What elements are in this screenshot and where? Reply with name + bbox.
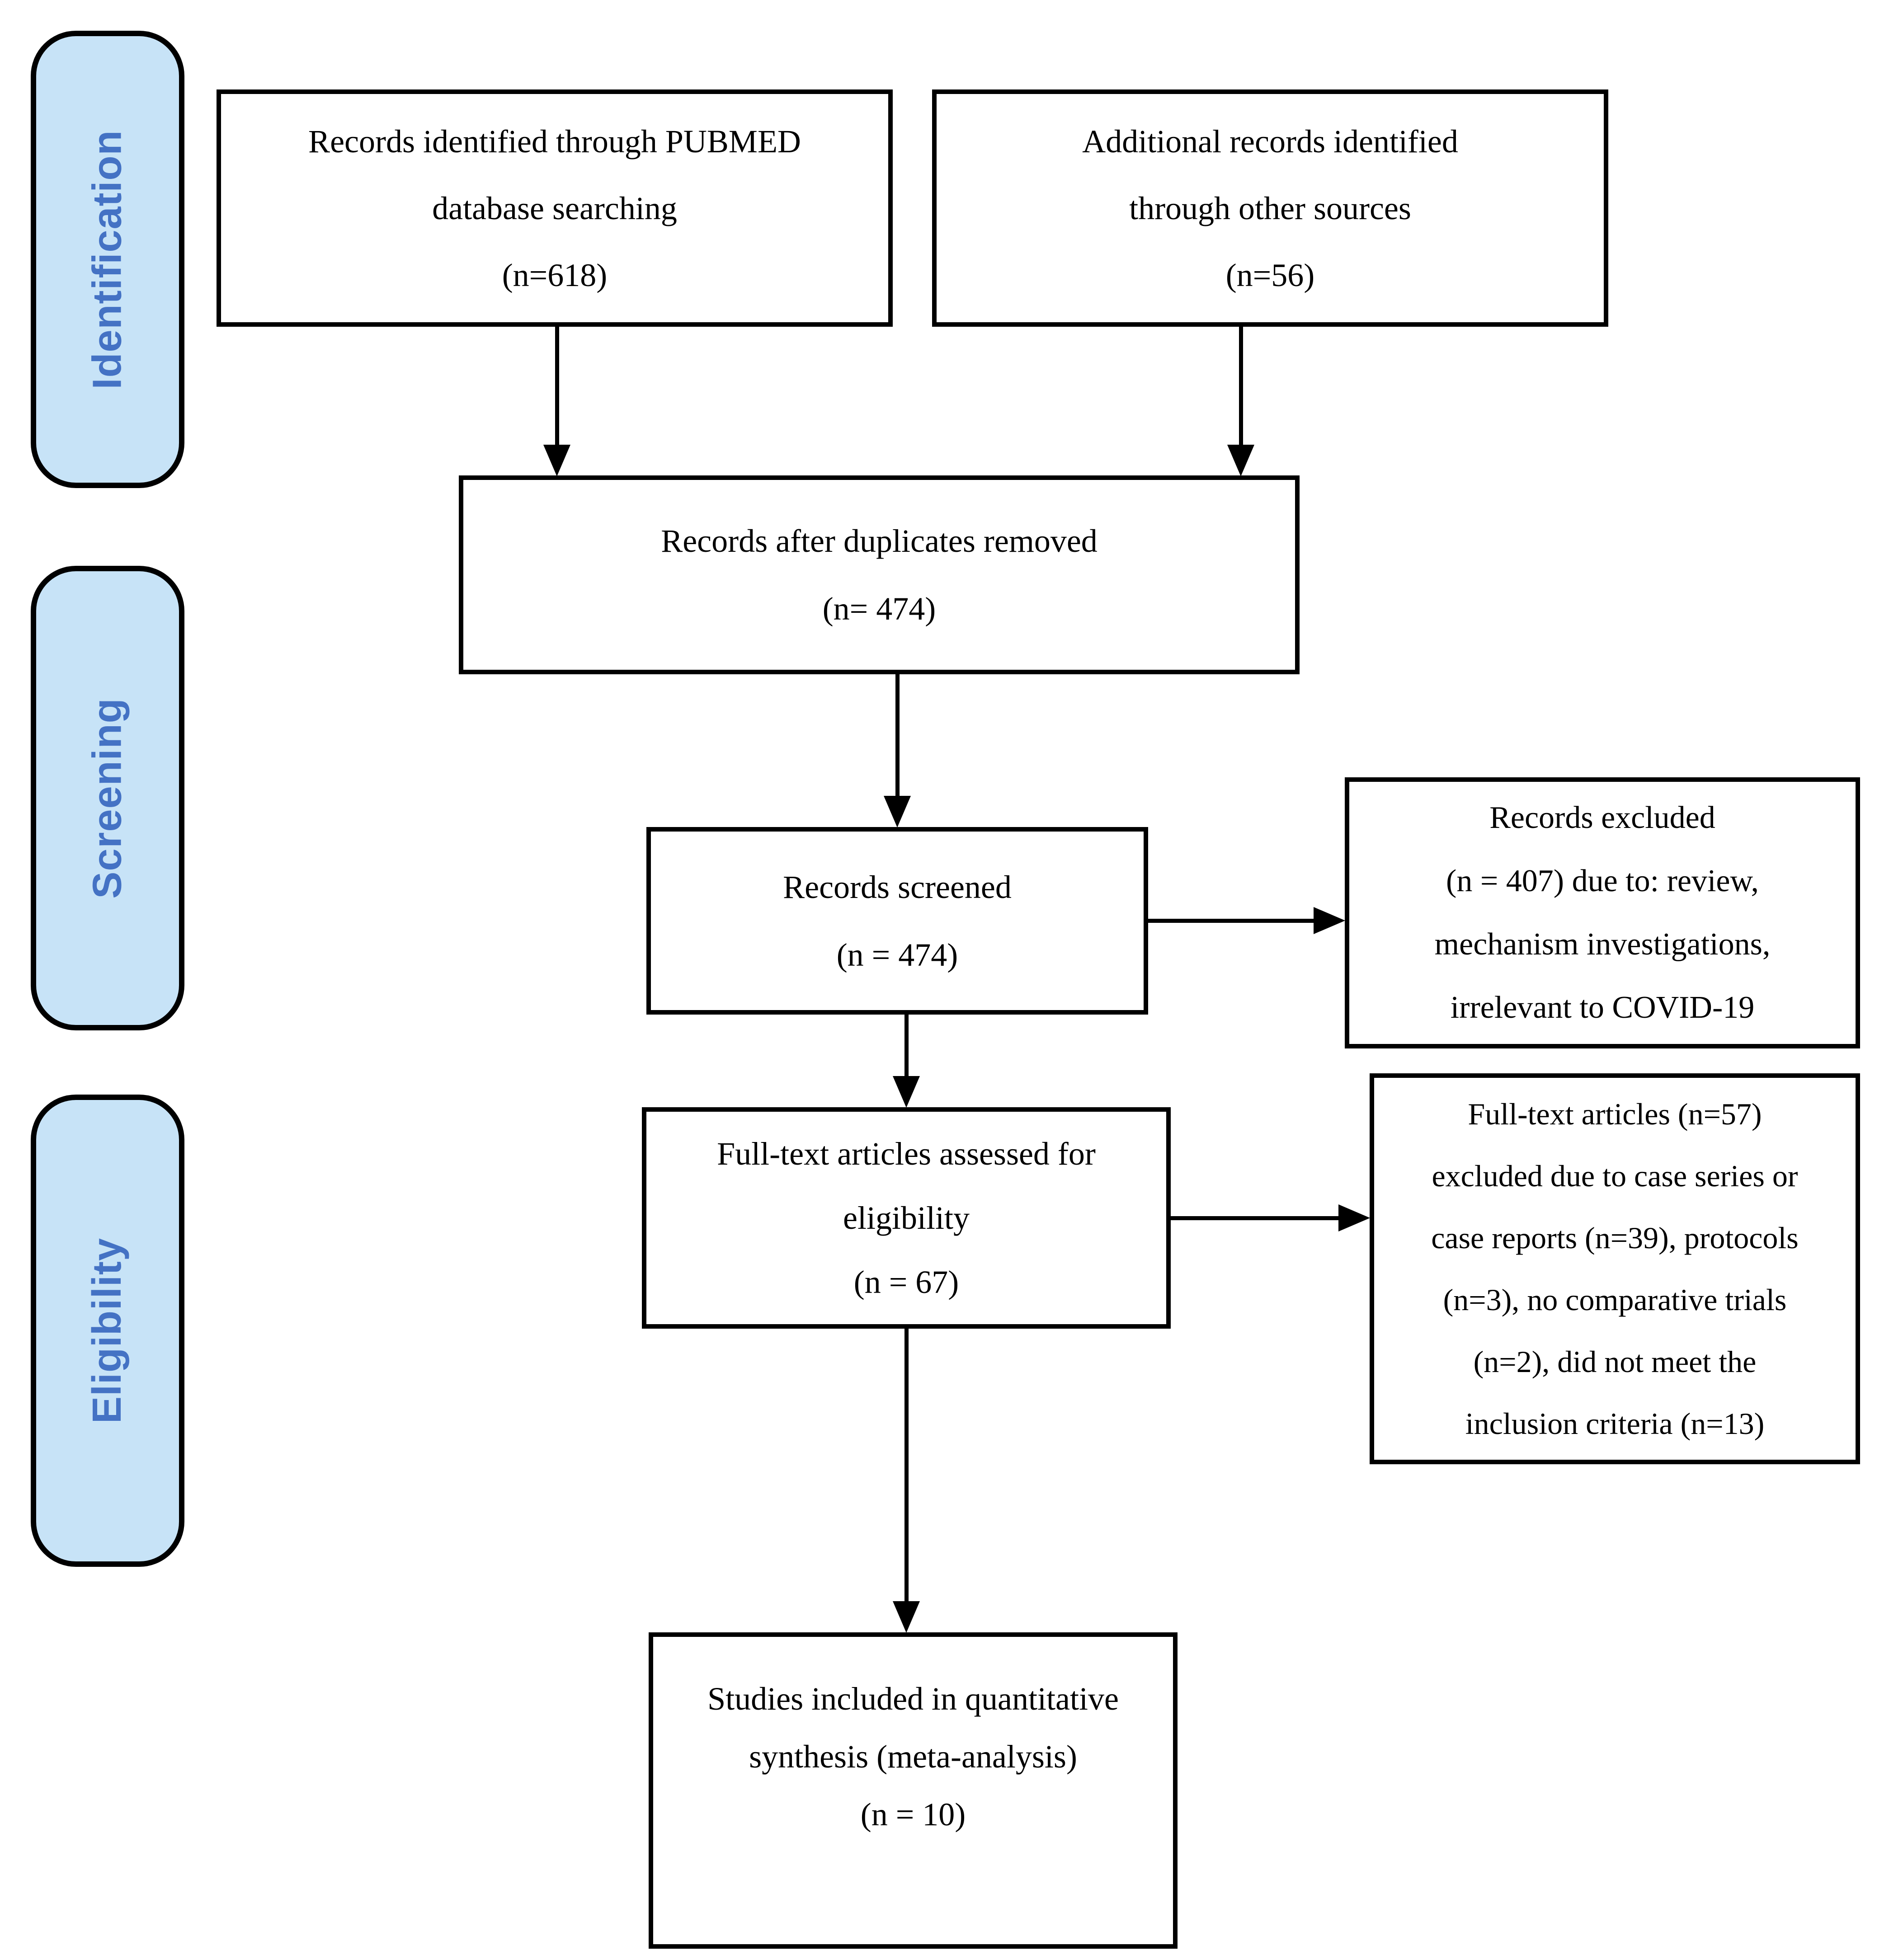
stage-label-identification: Identification [85, 130, 130, 389]
arrow-head-down-icon [893, 1601, 920, 1633]
arrow-line [895, 674, 900, 796]
arrow-head-right-icon [1338, 1204, 1370, 1231]
box-fulltext-assessed-text: Full-text articles assessed for eligibil… [717, 1136, 1096, 1300]
box-records-screened-text: Records screened (n = 474) [783, 869, 1012, 973]
box-additional-records: Additional records identified through ot… [932, 89, 1608, 327]
arrow-head-down-icon [884, 796, 911, 827]
arrow-line [555, 327, 559, 445]
stage-box-screening: Screening [31, 566, 184, 1030]
box-records-excluded: Records excluded (n = 407) due to: revie… [1345, 777, 1860, 1048]
arrow-head-down-icon [893, 1076, 920, 1108]
box-duplicates-removed: Records after duplicates removed (n= 474… [459, 475, 1300, 674]
box-records-excluded-text: Records excluded (n = 407) due to: revie… [1434, 800, 1771, 1025]
box-records-identified: Records identified through PUBMED databa… [217, 89, 893, 327]
box-records-screened: Records screened (n = 474) [646, 827, 1148, 1015]
arrow-head-down-icon [543, 445, 570, 476]
arrow-line [1171, 1216, 1339, 1220]
arrow-head-right-icon [1314, 907, 1345, 934]
arrow-head-down-icon [1227, 445, 1254, 476]
box-duplicates-removed-text: Records after duplicates removed (n= 474… [661, 523, 1098, 627]
box-studies-included-text: Studies included in quantitative synthes… [707, 1681, 1119, 1833]
stage-box-eligibility: Eligibility [31, 1095, 184, 1567]
stage-label-screening: Screening [85, 697, 130, 899]
arrow-line [1148, 919, 1314, 923]
box-studies-included: Studies included in quantitative synthes… [649, 1632, 1178, 1949]
stage-label-eligibility: Eligibility [85, 1237, 130, 1424]
arrow-line [1239, 327, 1243, 445]
stage-box-identification: Identification [31, 31, 184, 488]
box-fulltext-excluded-text: Full-text articles (n=57) excluded due t… [1431, 1096, 1799, 1441]
box-fulltext-excluded: Full-text articles (n=57) excluded due t… [1370, 1073, 1860, 1464]
box-records-identified-text: Records identified through PUBMED databa… [308, 123, 801, 293]
arrow-line [904, 1015, 909, 1077]
box-additional-records-text: Additional records identified through ot… [1082, 123, 1458, 293]
arrow-line [904, 1329, 909, 1602]
box-fulltext-assessed: Full-text articles assessed for eligibil… [642, 1107, 1171, 1329]
